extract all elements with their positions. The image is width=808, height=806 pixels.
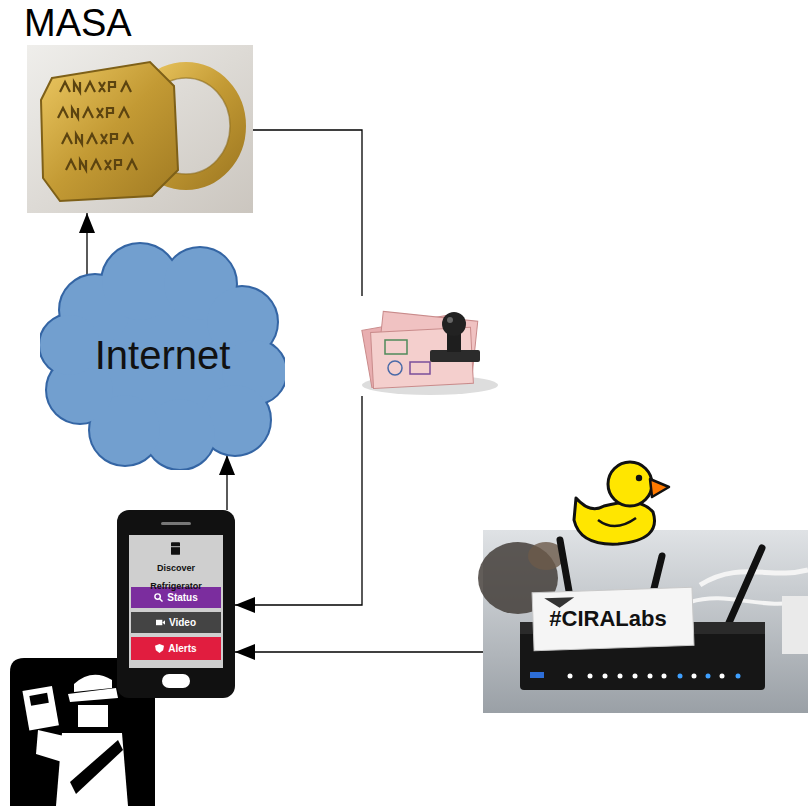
router-photo-part <box>483 530 808 713</box>
device-label-text: #CIRALabs <box>549 606 666 631</box>
router-photo-part-part <box>706 674 711 679</box>
officer-icon-part <box>70 740 123 794</box>
router-photo-part-part <box>588 674 593 679</box>
passport-stamp-photo-part <box>388 361 402 375</box>
router-photo-part-part <box>618 674 623 679</box>
router-photo-part-part <box>720 674 725 679</box>
menu-icon <box>156 618 165 627</box>
menu-icon <box>154 593 163 602</box>
menu-button: Alerts <box>131 637 221 660</box>
router-node: #CIRALabs <box>483 530 808 713</box>
cloud-label: Internet <box>40 240 285 470</box>
cloud-shape <box>40 315 100 375</box>
officer-icon-part-part <box>29 693 48 706</box>
fridge-icon <box>171 542 180 555</box>
officer-icon-part <box>68 688 118 702</box>
passport-stamp-photo-part <box>447 317 453 323</box>
cloud-label-text: Internet <box>95 333 231 377</box>
fridge-icon <box>171 542 180 555</box>
router-photo-part-part <box>662 674 667 679</box>
ring-inscription-part <box>66 160 137 170</box>
arrow-connector <box>86 213 87 276</box>
menu-button-text: Alerts <box>168 643 196 654</box>
menu-icon <box>160 598 163 601</box>
router-photo-part-part <box>736 674 741 679</box>
ring-photo-part <box>27 45 253 213</box>
router-photo <box>478 530 808 713</box>
router-photo-part <box>568 674 741 679</box>
router-photo-part-part <box>603 674 608 679</box>
cloud-shape <box>40 315 100 375</box>
ring-photo-part <box>41 62 178 201</box>
menu-icon <box>156 620 162 625</box>
duck-icon-part <box>650 479 669 497</box>
arrow-connector <box>226 455 227 510</box>
officer-icon-part <box>56 733 128 806</box>
image-node: MASA <box>27 45 253 213</box>
duck-icon <box>574 462 669 544</box>
device-label: #CIRALabs <box>533 606 683 632</box>
passport-stamp-photo-part <box>442 312 466 336</box>
router-photo-part-part <box>568 674 573 679</box>
router-photo-part-part <box>648 674 653 679</box>
menu-button-text: Video <box>169 617 196 628</box>
router-photo-part <box>728 548 762 625</box>
menu-button: Video <box>131 612 221 633</box>
node-heading-text: MASA <box>24 2 132 44</box>
phone-screen: Discover RefrigeratorStatusVideoAlerts <box>129 535 223 668</box>
menu-button-text: Status <box>167 592 198 603</box>
app-title-text: Discover Refrigerator <box>150 563 202 591</box>
officer-icon-part <box>36 730 64 762</box>
phone-speaker <box>161 522 191 525</box>
router-photo-part <box>532 587 694 651</box>
duck-icon-part <box>608 462 652 506</box>
router-photo-part-part <box>678 674 683 679</box>
officer-icon-part <box>78 705 108 727</box>
phone-node: Discover RefrigeratorStatusVideoAlerts <box>117 510 235 698</box>
menu-icon <box>162 620 165 625</box>
menu-icon <box>155 644 164 653</box>
router-photo-part-part <box>532 587 694 651</box>
officer-icon-part-part <box>22 686 58 731</box>
ring-inscription-part <box>62 134 133 144</box>
router-photo-part-part <box>633 674 638 679</box>
menu-icon <box>155 644 164 653</box>
arrow-connector <box>235 651 483 652</box>
duck-icon-part <box>574 498 655 544</box>
ring-inscription-part <box>60 82 131 92</box>
router-photo-part <box>530 672 544 678</box>
router-photo-part <box>782 596 808 654</box>
officer-icon-part <box>22 686 58 731</box>
passport-stamp-photo-part <box>410 362 430 374</box>
ring-inscription <box>58 82 137 170</box>
passport-stamp-photo-part <box>385 340 407 354</box>
duck-icon-part <box>598 518 636 526</box>
fridge-icon <box>171 546 180 547</box>
node-heading: MASA <box>24 3 132 45</box>
duck-icon-part <box>636 475 642 481</box>
phone-home-button <box>162 674 190 688</box>
ring-photo <box>27 45 253 213</box>
ring-inscription-part <box>58 108 129 118</box>
router-photo-part-part <box>692 674 697 679</box>
cloud-node: Internet <box>40 240 285 470</box>
